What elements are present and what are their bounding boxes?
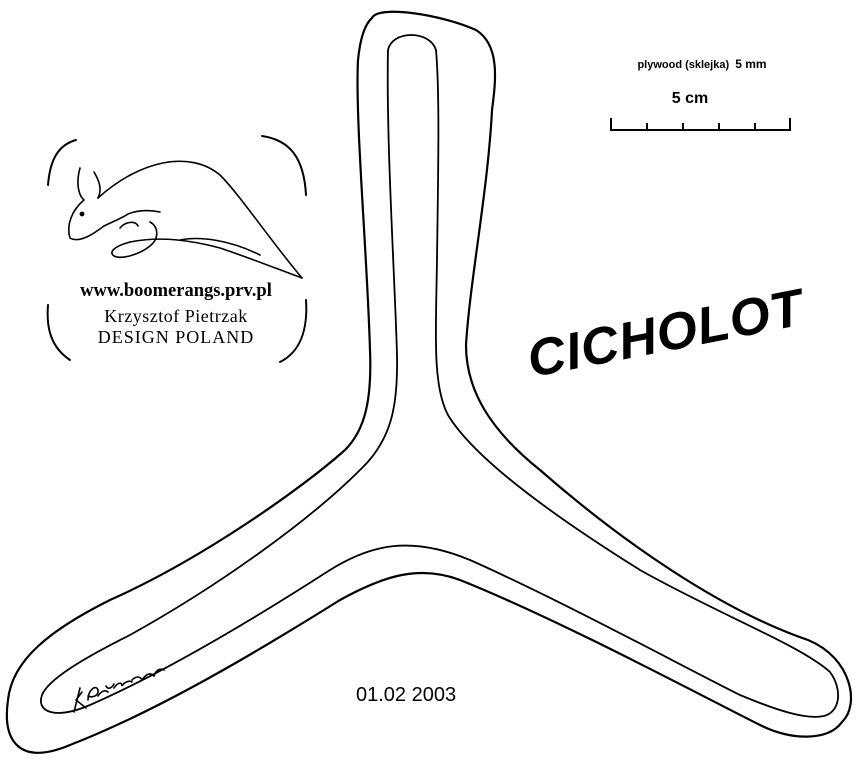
- scale-bar-label: 5 cm: [671, 90, 709, 107]
- signature-mark: [73, 668, 165, 713]
- boomerang-outer-outline: [5, 10, 852, 754]
- logo-frame: [46, 135, 308, 363]
- material-thickness: 5 mm: [735, 57, 767, 71]
- logo-frame-corner-tl: [47, 139, 77, 186]
- logo-frame-corner-bl: [46, 304, 71, 361]
- kangaroo-icon: [68, 160, 303, 279]
- logo-country: DESIGN POLAND: [97, 327, 255, 347]
- material-spec: plywood (sklejka) 5 mm: [612, 57, 792, 71]
- material-label: plywood (sklejka): [637, 59, 730, 71]
- boomerang-inner-outline: [40, 34, 839, 718]
- logo-frame-corner-tr: [261, 135, 307, 196]
- scale-bar: [610, 118, 791, 131]
- logo-frame-corner-br: [279, 299, 308, 363]
- design-date: 01.02 2003: [356, 684, 457, 706]
- logo-website: www.boomerangs.prv.pl: [80, 281, 272, 301]
- logo-author: Krzysztof Pietrzak: [104, 306, 248, 326]
